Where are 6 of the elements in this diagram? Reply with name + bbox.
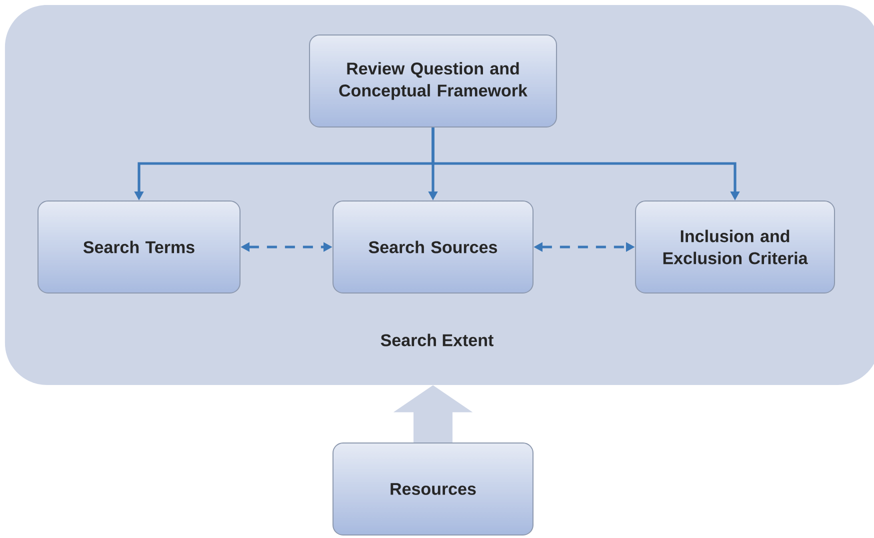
process-box: Inclusion and Exclusion Criteria: [635, 200, 836, 294]
panel-title: Search Extent: [380, 334, 494, 346]
process-box: Review Question and Conceptual Framework: [309, 34, 557, 128]
process-box: Search Sources: [332, 200, 534, 294]
process-box: Resources: [332, 442, 534, 536]
process-box: Search Terms: [38, 200, 240, 294]
